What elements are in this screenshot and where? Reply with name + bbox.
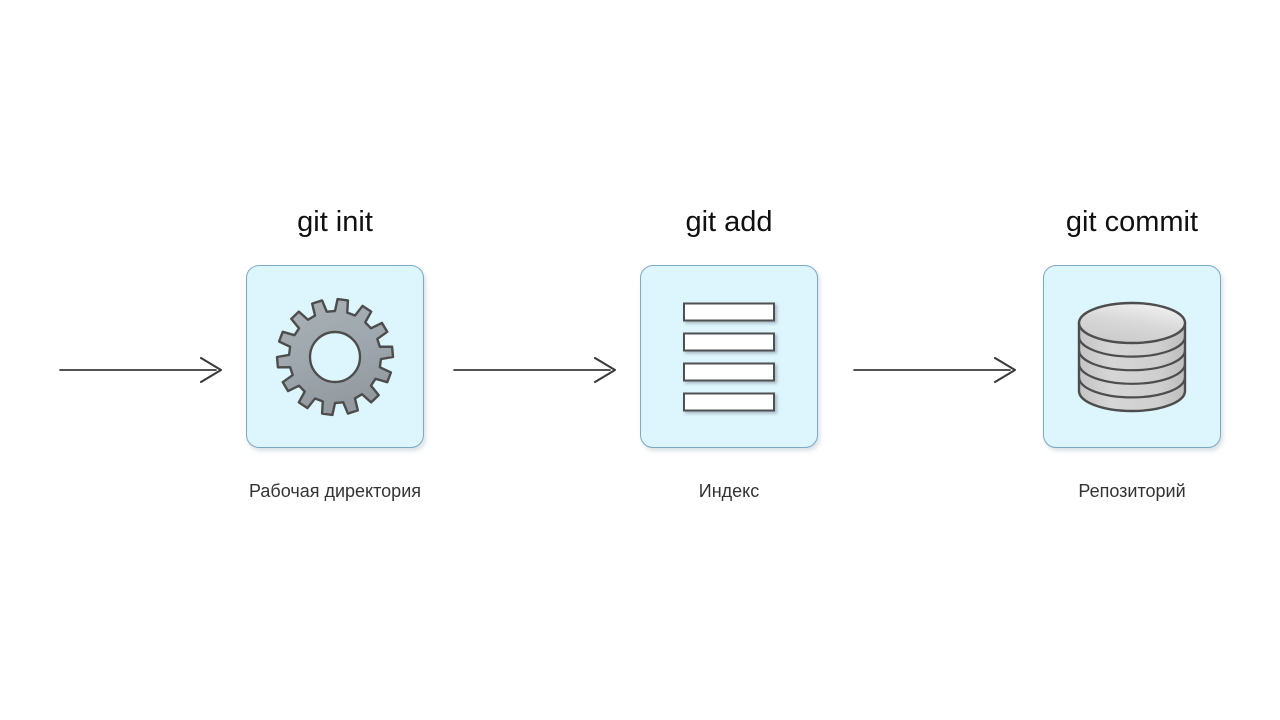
gear-path [275,297,395,416]
stage-index: git add Индекс [574,205,884,505]
stage-box-working-directory[interactable] [246,265,424,448]
index-row [683,392,775,411]
stage-box-index[interactable] [640,265,818,448]
arrow-working-directory-to-index [453,356,617,384]
database-cylinder-icon [1077,301,1187,412]
cylinder-disk-separator [1077,349,1187,371]
index-row [683,362,775,381]
cylinder-disk-separator [1077,363,1187,385]
stage-repository: git commit [977,205,1280,505]
cylinder-disk-separator [1077,335,1187,358]
stage-caption-working-directory: Рабочая директория [248,481,422,501]
stage-title-git-init: git init [297,206,373,238]
stage-box-repository[interactable] [1043,265,1221,448]
arrow-into-working-directory [59,356,223,384]
stage-working-directory: git init Рабочая директория [180,205,490,505]
stage-title-git-add: git add [685,206,773,238]
list-rows-icon [683,302,775,411]
index-row [683,302,775,321]
gear-icon [275,297,395,416]
arrow-index-to-repository [853,356,1017,384]
gear-icon-wrap [247,266,423,447]
database-icon-wrap [1044,266,1220,447]
cylinder-disk-separator [1077,376,1187,398]
index-row [683,332,775,351]
stage-caption-index: Индекс [698,481,760,501]
stage-title-git-commit: git commit [1065,206,1199,238]
stage-caption-repository: Репозиторий [1078,481,1186,501]
